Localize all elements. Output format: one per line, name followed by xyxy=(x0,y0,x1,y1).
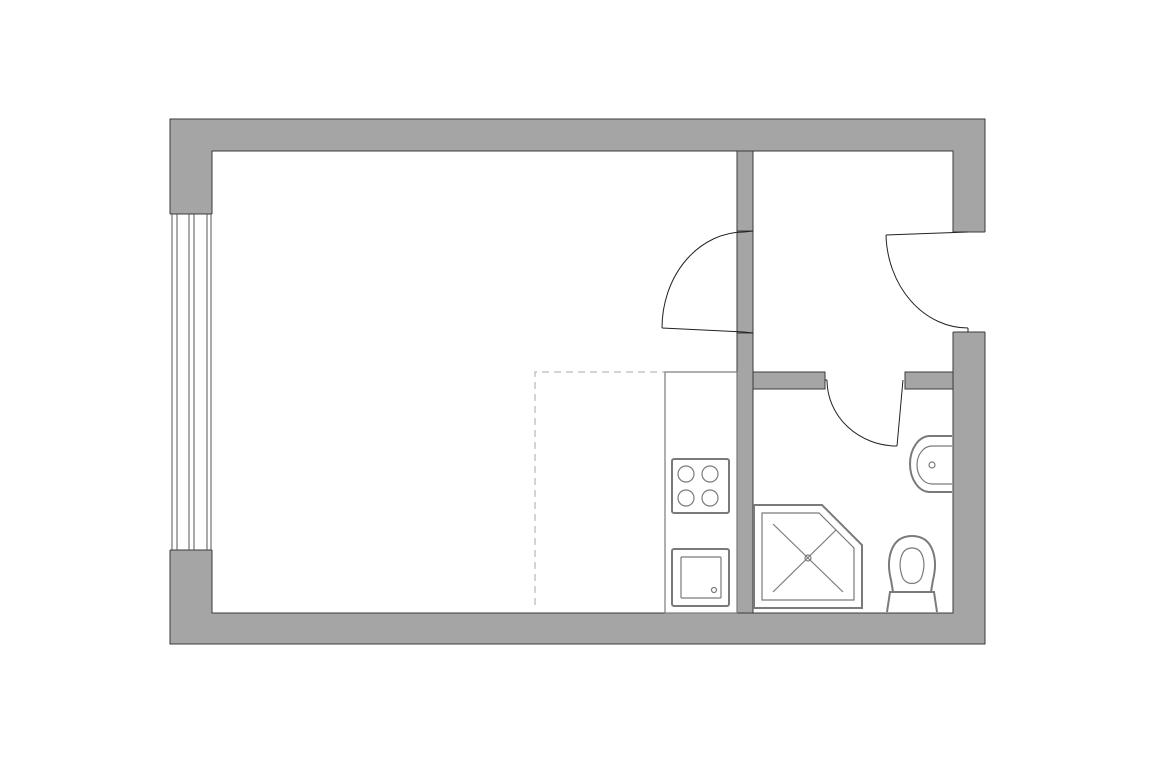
kitchen-counter xyxy=(664,371,738,614)
room-door xyxy=(661,230,754,334)
bathroom-wall-right xyxy=(904,371,954,390)
window-opening xyxy=(169,214,213,550)
interior-wall-upper xyxy=(736,150,754,232)
window-left xyxy=(171,214,212,550)
bathroom-wall-left xyxy=(752,371,826,390)
corner-shower-icon xyxy=(753,504,863,609)
interior-wall-lower xyxy=(736,332,754,614)
dashed-kitchen-zone xyxy=(534,371,665,605)
toilet-icon xyxy=(886,534,938,613)
bathroom-door xyxy=(825,379,904,447)
hob-icon xyxy=(671,458,730,514)
washbasin-icon xyxy=(909,435,952,493)
sink-icon xyxy=(671,548,730,607)
entrance-opening xyxy=(952,232,987,332)
entrance-door xyxy=(885,231,969,332)
